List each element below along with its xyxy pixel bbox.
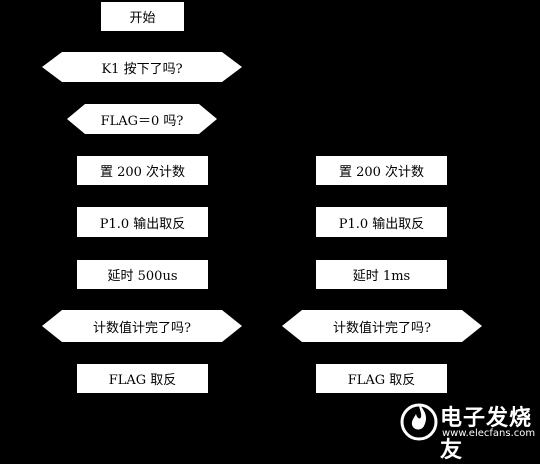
- right-count-done-decision: 计数值计完了吗?: [282, 310, 482, 342]
- right-invert-p10-box: P1.0 输出取反: [316, 207, 447, 237]
- left-invert-p10-box: P1.0 输出取反: [77, 207, 208, 237]
- left-set-count-box: 置 200 次计数: [77, 156, 208, 185]
- flag-zero-decision: FLAG＝0 吗?: [67, 104, 217, 134]
- start-node: 开始: [101, 2, 184, 31]
- right-set-count-box: 置 200 次计数: [316, 156, 447, 185]
- k1-pressed-decision: K1 按下了吗?: [42, 52, 242, 82]
- right-invert-flag-box: FLAG 取反: [316, 364, 447, 393]
- brand-url: www.elecfans.com: [442, 428, 536, 439]
- elecfans-watermark: 电子发烧友 www.elecfans.com: [400, 398, 536, 463]
- left-delay-box: 延时 500us: [77, 260, 208, 289]
- flame-logo-icon: [400, 403, 438, 441]
- left-invert-flag-box: FLAG 取反: [77, 364, 208, 393]
- left-count-done-decision: 计数值计完了吗?: [42, 310, 242, 342]
- right-delay-box: 延时 1ms: [316, 260, 447, 289]
